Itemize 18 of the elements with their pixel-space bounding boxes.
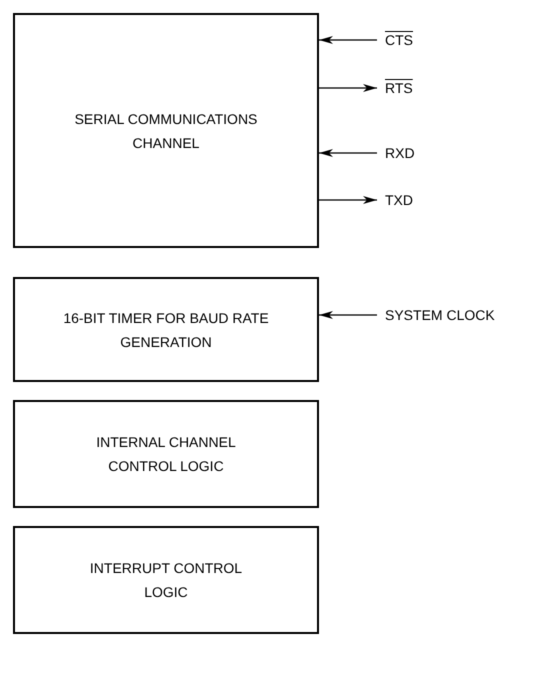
arrow	[319, 84, 377, 92]
arrow	[319, 311, 377, 319]
block-box	[13, 13, 319, 248]
block-box	[13, 526, 319, 634]
signal-name: TXD	[385, 191, 413, 209]
arrow	[319, 196, 377, 204]
signal-name: RTS	[385, 79, 413, 97]
block-label: SERIAL COMMUNICATIONS CHANNEL	[74, 110, 258, 152]
signal-name: CTS	[385, 31, 413, 49]
signal-name: SYSTEM CLOCK	[385, 306, 495, 324]
block-label: INTERNAL CHANNEL CONTROL LOGIC	[95, 433, 237, 476]
arrow	[319, 36, 377, 44]
block-label: INTERRUPT CONTROL LOGIC	[88, 559, 244, 602]
signal-name: RXD	[385, 144, 415, 162]
block-box	[13, 277, 319, 382]
arrow	[319, 149, 377, 157]
block-label: 16-BIT TIMER FOR BAUD RATE GENERATION	[62, 308, 270, 352]
block-box	[13, 400, 319, 508]
